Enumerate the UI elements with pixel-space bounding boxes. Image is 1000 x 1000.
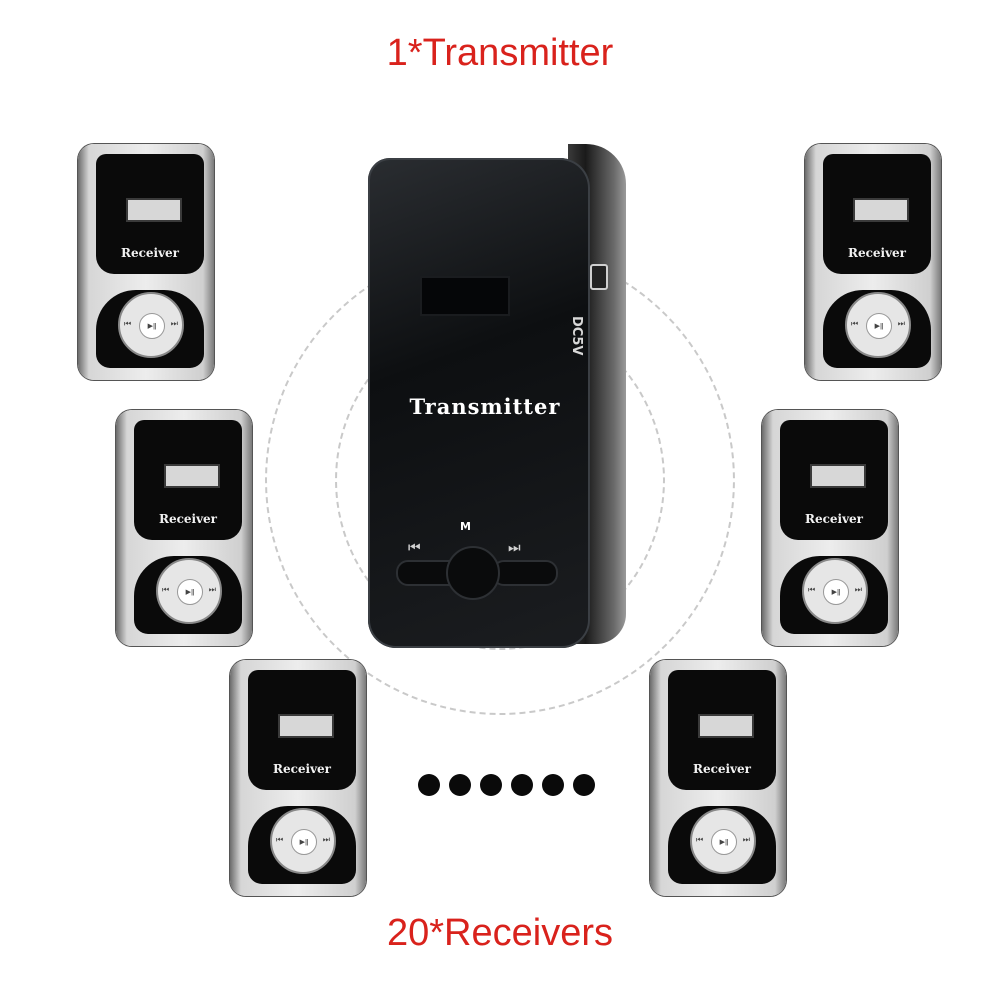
play-pause-icon: ▶ǁ	[823, 579, 849, 605]
previous-icon: ⏮	[408, 540, 421, 556]
play-pause-icon: ▶ǁ	[139, 313, 165, 339]
next-icon: ⏭	[170, 319, 178, 328]
receiver-bottom-panel: ⏮ ▶ǁ ⏭	[248, 806, 356, 884]
ellipsis-dot	[542, 774, 564, 796]
transmitter-label: Transmitter	[409, 394, 561, 419]
receiver-top-panel: Receiver	[96, 154, 204, 274]
receiver-display	[810, 464, 866, 488]
receiver-bottom-panel: ⏮ ▶ǁ ⏭	[96, 290, 204, 368]
receiver-top-panel: Receiver	[668, 670, 776, 790]
ellipsis-dot	[418, 774, 440, 796]
bottom-caption: 20*Receivers	[387, 912, 613, 954]
receiver-top-panel: Receiver	[134, 420, 242, 540]
play-pause-icon: ▶ǁ	[177, 579, 203, 605]
receiver-control-wheel: ⏮ ▶ǁ ⏭	[270, 808, 336, 874]
receiver-display	[698, 714, 754, 738]
previous-icon: ⏮	[851, 319, 859, 328]
transmitter-device: Transmitter M ⏮ ⏭ DC5V	[368, 138, 628, 648]
receiver-display	[126, 198, 182, 222]
next-icon: ⏭	[854, 585, 862, 594]
receiver-label: Receiver	[692, 762, 752, 776]
transmitter-display	[420, 276, 510, 316]
receiver-device: Receiver ⏮ ▶ǁ ⏭	[762, 410, 898, 646]
ellipsis-dot	[511, 774, 533, 796]
receiver-label: Receiver	[272, 762, 332, 776]
transmitter-face: Transmitter M ⏮ ⏭	[368, 158, 590, 648]
receiver-control-wheel: ⏮ ▶ǁ ⏭	[802, 558, 868, 624]
receiver-label: Receiver	[120, 246, 180, 260]
previous-icon: ⏮	[124, 319, 132, 328]
receiver-display	[164, 464, 220, 488]
transmitter-m-label: M	[460, 520, 471, 533]
ellipsis-dot	[480, 774, 502, 796]
receiver-control-wheel: ⏮ ▶ǁ ⏭	[690, 808, 756, 874]
receiver-control-wheel: ⏮ ▶ǁ ⏭	[118, 292, 184, 358]
receiver-bottom-panel: ⏮ ▶ǁ ⏭	[668, 806, 776, 884]
receiver-bottom-panel: ⏮ ▶ǁ ⏭	[134, 556, 242, 634]
top-caption: 1*Transmitter	[386, 32, 614, 74]
play-pause-icon: ▶ǁ	[711, 829, 737, 855]
play-pause-icon: ▶ǁ	[866, 313, 892, 339]
receiver-control-wheel: ⏮ ▶ǁ ⏭	[156, 558, 222, 624]
transmitter-dc-label: DC5V	[569, 316, 584, 356]
receiver-label: Receiver	[804, 512, 864, 526]
ellipsis-dot	[449, 774, 471, 796]
receiver-top-panel: Receiver	[248, 670, 356, 790]
transmitter-next-button	[492, 560, 558, 586]
ellipsis-dot	[573, 774, 595, 796]
previous-icon: ⏮	[276, 835, 284, 844]
usb-port-icon	[590, 264, 608, 290]
next-icon: ⏭	[897, 319, 905, 328]
receiver-bottom-panel: ⏮ ▶ǁ ⏭	[780, 556, 888, 634]
next-icon: ⏭	[208, 585, 216, 594]
receiver-display	[278, 714, 334, 738]
receiver-device: Receiver ⏮ ▶ǁ ⏭	[116, 410, 252, 646]
play-pause-icon: ▶ǁ	[291, 829, 317, 855]
previous-icon: ⏮	[808, 585, 816, 594]
receiver-device: Receiver ⏮ ▶ǁ ⏭	[78, 144, 214, 380]
more-receivers-ellipsis	[418, 774, 595, 796]
transmitter-m-button	[446, 546, 500, 600]
previous-icon: ⏮	[696, 835, 704, 844]
next-icon: ⏭	[322, 835, 330, 844]
next-icon: ⏭	[742, 835, 750, 844]
receiver-device: Receiver ⏮ ▶ǁ ⏭	[805, 144, 941, 380]
receiver-top-panel: Receiver	[780, 420, 888, 540]
receiver-control-wheel: ⏮ ▶ǁ ⏭	[845, 292, 911, 358]
previous-icon: ⏮	[162, 585, 170, 594]
receiver-device: Receiver ⏮ ▶ǁ ⏭	[650, 660, 786, 896]
receiver-label: Receiver	[158, 512, 218, 526]
receiver-label: Receiver	[847, 246, 907, 260]
next-icon: ⏭	[508, 540, 521, 556]
receiver-device: Receiver ⏮ ▶ǁ ⏭	[230, 660, 366, 896]
receiver-bottom-panel: ⏮ ▶ǁ ⏭	[823, 290, 931, 368]
receiver-display	[853, 198, 909, 222]
receiver-top-panel: Receiver	[823, 154, 931, 274]
